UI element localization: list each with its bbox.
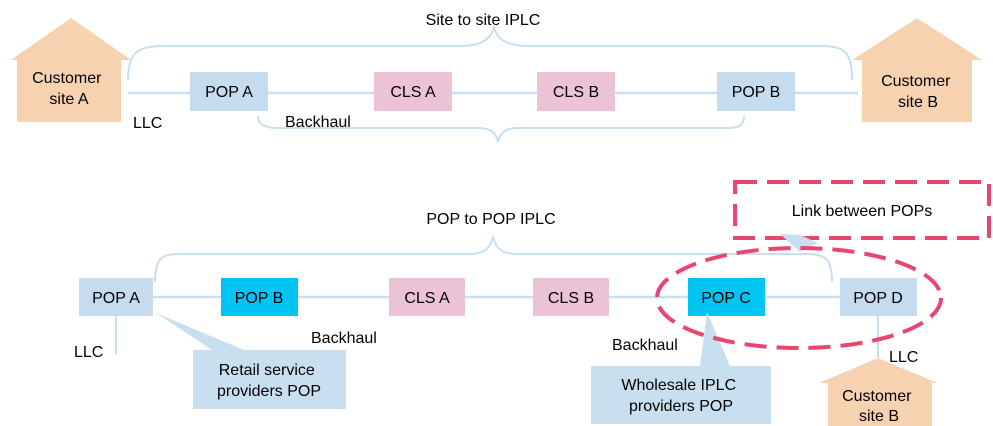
link-between-pops-label: Link between POPs [792, 203, 933, 220]
site-to-site-title: Site to site IPLC [426, 12, 541, 29]
bottom-llc-left-label: LLC [74, 344, 103, 361]
top-pop-b-node [717, 72, 795, 111]
bottom-customer-site-b-label: Customer site B [842, 388, 916, 425]
bottom-cls-b-label: CLS B [548, 290, 594, 307]
retail-callout-pointer [156, 313, 244, 350]
bottom-backhaul-left-label: Backhaul [311, 330, 377, 347]
customer-site-b-house [852, 18, 982, 122]
retail-callout-box [193, 350, 346, 409]
bottom-pop-a-node [79, 278, 153, 316]
backhaul-brace [257, 115, 745, 143]
retail-callout-label: Retail service providers POP [217, 362, 321, 400]
customer-site-b-label: Customer site B [881, 73, 955, 111]
pop-to-pop-brace [154, 235, 833, 283]
top-cls-a-label: CLS A [390, 84, 436, 101]
link-between-pops-box [733, 180, 991, 240]
customer-site-a-label: Customer site A [32, 70, 106, 108]
top-cls-b-node [537, 72, 615, 111]
wholesale-callout-box [591, 366, 771, 424]
top-pop-b-label: POP B [732, 84, 781, 101]
bottom-customer-site-b-house [819, 358, 937, 426]
bottom-cls-b-node [533, 278, 609, 316]
top-pop-a-label: POP A [205, 84, 253, 101]
bottom-llc-right-label: LLC [889, 349, 918, 366]
bottom-pop-b-label: POP B [235, 290, 284, 307]
wholesale-callout-label: Wholesale IPLC providers POP [621, 377, 740, 415]
bottom-pop-b-node [221, 278, 298, 316]
top-cls-b-label: CLS B [553, 84, 599, 101]
link-between-pops-ellipse [655, 246, 943, 350]
pop-to-pop-title: POP to POP IPLC [426, 211, 555, 228]
bottom-pop-c-node [688, 278, 765, 316]
site-to-site-brace [127, 25, 853, 81]
top-cls-a-node [374, 72, 452, 111]
top-llc-label: LLC [133, 115, 162, 132]
bottom-cls-a-label: CLS A [404, 290, 450, 307]
pop-to-pop-diagram: POP to POP IPLC POP A POP B CLS A CLS B … [74, 180, 991, 426]
bottom-cls-a-node [389, 278, 465, 316]
top-backhaul-label: Backhaul [285, 114, 351, 131]
bottom-backhaul-right-label: Backhaul [612, 337, 678, 354]
customer-site-a-house [11, 18, 131, 122]
bottom-pop-c-label: POP C [701, 290, 751, 307]
bottom-pop-d-node [840, 278, 917, 316]
bottom-pop-a-label: POP A [92, 290, 140, 307]
site-to-site-diagram: Site to site IPLC Customer site A Custom… [11, 12, 982, 143]
top-pop-a-node [190, 72, 268, 111]
bottom-pop-d-label: POP D [853, 290, 903, 307]
